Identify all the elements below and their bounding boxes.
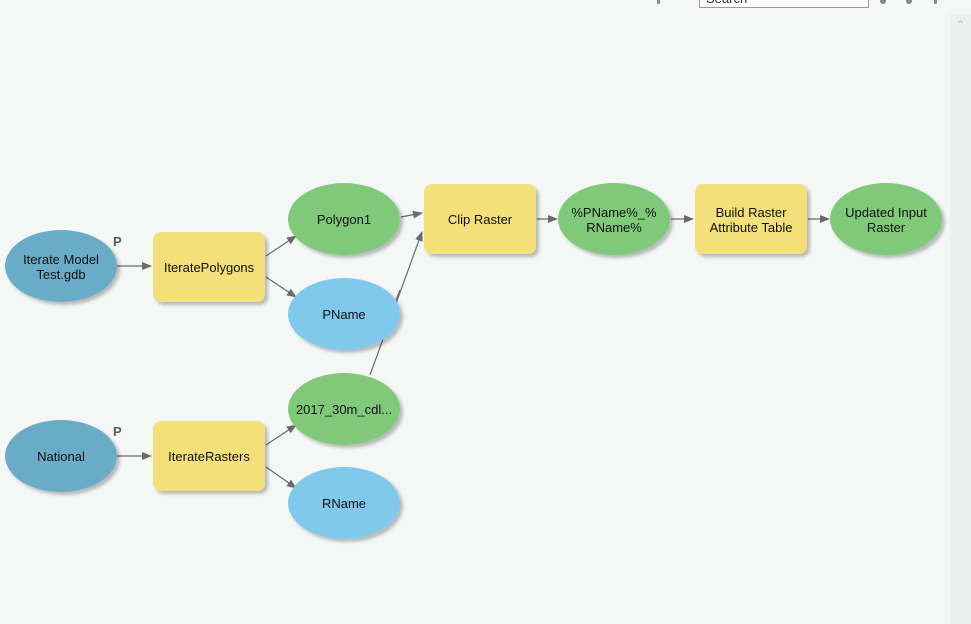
connector-iteraterasters-rname[interactable] (265, 466, 297, 489)
svg-text:Iterate Model: Iterate Model (23, 252, 99, 267)
derived-data-cdl[interactable]: 2017_30m_cdl... (288, 373, 400, 445)
svg-text:Raster: Raster (867, 220, 906, 235)
variable-pname[interactable]: PName (288, 278, 400, 350)
connector-iteratepolygons-pname[interactable] (265, 276, 297, 298)
svg-text:RName: RName (322, 496, 366, 511)
svg-text:Clip Raster: Clip Raster (448, 212, 513, 227)
svg-text:Polygon1: Polygon1 (317, 212, 371, 227)
svg-text:Test.gdb: Test.gdb (36, 267, 85, 282)
variable-rname[interactable]: RName (288, 467, 400, 539)
toolbar: Search (0, 0, 971, 12)
scroll-up-arrow-icon[interactable]: ⌃ (955, 18, 966, 32)
svg-text:Updated Input: Updated Input (845, 205, 927, 220)
svg-text:Attribute Table: Attribute Table (710, 220, 793, 235)
input-data-national[interactable]: National (5, 420, 117, 492)
tool-clip-raster[interactable]: Clip Raster (424, 184, 536, 254)
model-canvas[interactable]: Iterate Model Test.gdb P IteratePolygons… (0, 0, 950, 624)
derived-data-updated-input-raster[interactable]: Updated Input Raster (830, 183, 942, 255)
connector-iteraterasters-cdl[interactable] (265, 424, 297, 446)
svg-text:National: National (37, 449, 85, 464)
input-data-gdb[interactable]: Iterate Model Test.gdb (5, 230, 117, 302)
svg-text:IterateRasters: IterateRasters (168, 449, 250, 464)
tool-iterate-rasters[interactable]: IterateRasters (153, 421, 265, 491)
tool-build-raster-attribute-table[interactable]: Build Raster Attribute Table (695, 184, 807, 254)
connector-iteratepolygons-polygon1[interactable] (265, 235, 297, 257)
svg-text:2017_30m_cdl...: 2017_30m_cdl... (296, 402, 392, 417)
toolbar-icon[interactable] (657, 0, 660, 4)
connector-polygon1-clip[interactable] (400, 210, 423, 219)
tool-iterate-polygons[interactable]: IteratePolygons (153, 232, 265, 302)
menu-icon[interactable] (934, 0, 937, 4)
derived-data-output[interactable]: %PName%_% RName% (558, 183, 670, 255)
svg-text:RName%: RName% (586, 220, 642, 235)
search-input[interactable]: Search (699, 0, 869, 8)
svg-text:IteratePolygons: IteratePolygons (164, 260, 255, 275)
derived-data-polygon1[interactable]: Polygon1 (288, 183, 400, 255)
parameter-marker: P (113, 234, 122, 249)
search-go-icon[interactable] (906, 0, 912, 4)
vertical-scrollbar[interactable]: ⌃ (950, 14, 971, 624)
parameter-marker: P (113, 424, 122, 439)
svg-text:%PName%_%: %PName%_% (571, 205, 657, 220)
search-options-icon[interactable] (880, 0, 886, 4)
svg-text:PName: PName (322, 307, 365, 322)
svg-text:Build Raster: Build Raster (716, 205, 787, 220)
